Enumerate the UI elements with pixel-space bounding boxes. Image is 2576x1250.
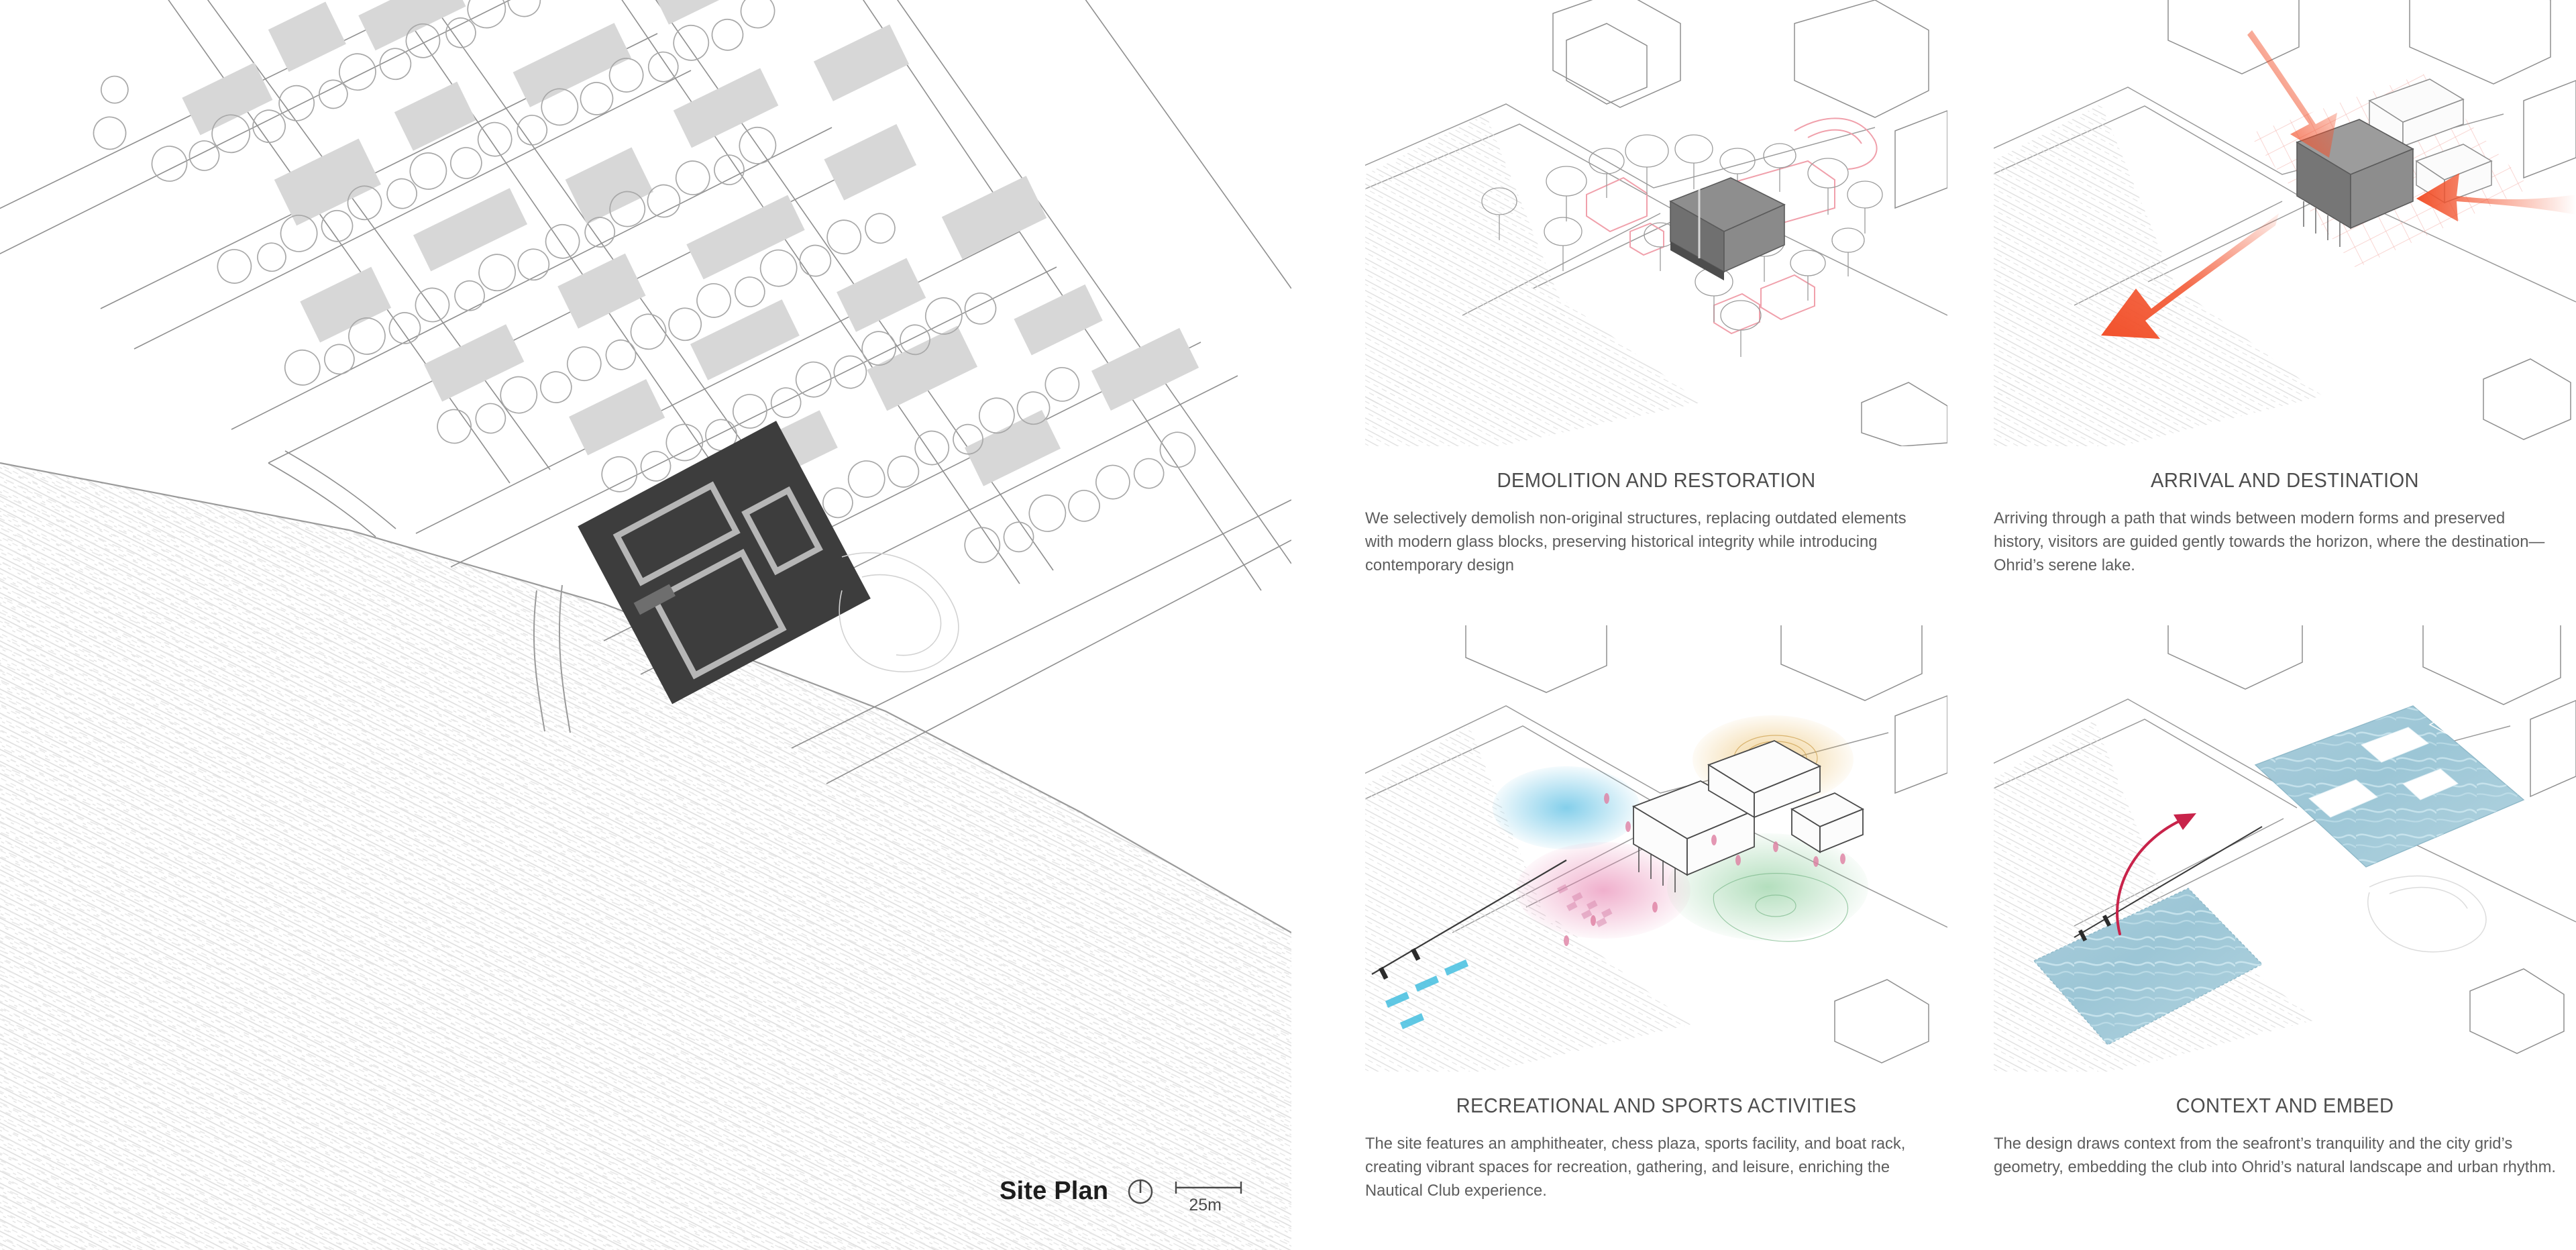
concept-diagram-grid: DEMOLITION AND RESTORATION We selectivel… xyxy=(1365,0,2576,1250)
panel-title: ARRIVAL AND DESTINATION xyxy=(2151,468,2419,492)
site-access-path xyxy=(533,584,571,733)
white-volume xyxy=(2402,768,2459,800)
panel-body: We selectively demolish non-original str… xyxy=(1365,509,1907,574)
dock-line xyxy=(2074,826,2263,942)
zone-chess-plaza xyxy=(1516,842,1690,939)
embedded-site-plate xyxy=(2254,705,2525,868)
context-buildings xyxy=(1552,0,1947,446)
building-columns xyxy=(1638,847,1676,892)
flow-arrows xyxy=(2101,30,2576,339)
landscape-contours xyxy=(839,552,959,673)
boats xyxy=(1385,959,1468,1029)
chess-plaza-squares xyxy=(1557,884,1613,928)
site-plan-drawing: Site Plan 25m xyxy=(0,0,1291,1250)
panel-title: CONTEXT AND EMBED xyxy=(2176,1094,2394,1117)
site-plan-legend: Site Plan 25m xyxy=(1000,1176,1244,1214)
context-buildings xyxy=(2167,625,2576,1054)
north-arrow-icon xyxy=(1126,1176,1157,1206)
panel-body: The site features an amphitheater, chess… xyxy=(1365,1135,1906,1200)
building-footprints xyxy=(182,0,1199,486)
panel-recreational-and-sports-activities: RECREATIONAL AND SPORTS ACTIVITIES The s… xyxy=(1365,625,1947,1250)
main-buildings xyxy=(1631,740,1865,876)
diagram-demolition-and-restoration xyxy=(1365,0,1947,446)
diagram-arrival-and-destination xyxy=(1994,0,2576,446)
scale-bar: 25m xyxy=(1174,1176,1244,1214)
white-volume xyxy=(2308,779,2378,818)
context-buildings xyxy=(2167,0,2576,440)
diagram-context-and-embed xyxy=(1994,625,2576,1072)
context-arrow xyxy=(2116,813,2196,935)
panel-title: DEMOLITION AND RESTORATION xyxy=(1497,468,1816,492)
panel-demolition-and-restoration: DEMOLITION AND RESTORATION We selectivel… xyxy=(1365,0,1947,625)
panel-body: The design draws context from the seafro… xyxy=(1994,1135,2557,1176)
people-markers xyxy=(1564,793,1845,946)
water-hatch xyxy=(1365,114,1701,446)
street-network xyxy=(0,0,1291,784)
scale-label: 25m xyxy=(1189,1196,1222,1214)
lake-plate xyxy=(2033,888,2263,1045)
white-volume xyxy=(2361,727,2429,763)
site-plan-svg xyxy=(0,0,1291,1250)
main-building xyxy=(1669,177,1786,280)
panel-body: Arriving through a path that winds betwe… xyxy=(1994,509,2545,574)
project-parcel xyxy=(578,421,871,705)
landscape-contours xyxy=(2367,875,2487,953)
water-hatch xyxy=(1365,726,1690,1072)
panel-context-and-embed: CONTEXT AND EMBED The design draws conte… xyxy=(1994,625,2576,1250)
context-buildings xyxy=(1465,625,1947,1063)
zone-boat-rack xyxy=(1493,766,1640,849)
sports-field-markings xyxy=(1713,873,1849,942)
boat-dock xyxy=(1371,860,1567,1029)
site-plan-title: Site Plan xyxy=(1000,1176,1109,1205)
diagram-recreational-and-sports-activities xyxy=(1365,625,1947,1072)
panel-arrival-and-destination: ARRIVAL AND DESTINATION Arriving through… xyxy=(1994,0,2576,625)
panel-title: RECREATIONAL AND SPORTS ACTIVITIES xyxy=(1456,1094,1857,1117)
